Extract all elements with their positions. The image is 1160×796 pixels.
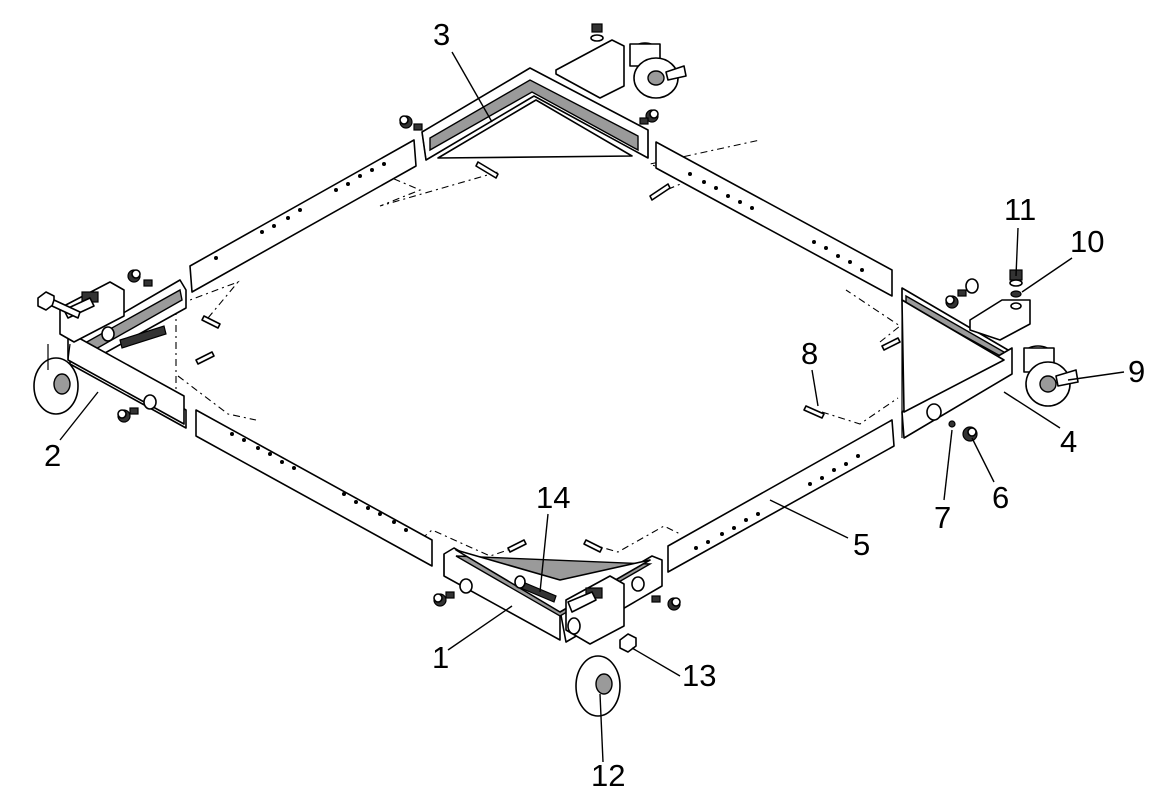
rail-lower-left <box>195 409 433 567</box>
callout-label-1: 1 <box>432 640 449 675</box>
right-fasteners <box>803 278 979 442</box>
callout-label-14: 14 <box>536 480 570 515</box>
callout-label-5: 5 <box>853 527 870 562</box>
leader-line-5 <box>769 499 849 539</box>
leader-line-10 <box>1021 257 1073 293</box>
part-5-rail-lower-right <box>667 419 895 573</box>
callout-label-3: 3 <box>433 17 450 52</box>
leader-line-12 <box>599 693 604 763</box>
rail-upper-right <box>655 141 893 297</box>
callout-label-12: 12 <box>591 758 625 793</box>
part-2-left-corner-bracket <box>33 269 187 429</box>
leader-line-6 <box>971 437 995 483</box>
assembly-path-lines <box>175 139 909 557</box>
leader-line-9 <box>1067 371 1125 381</box>
callout-label-4: 4 <box>1060 424 1077 459</box>
callout-label-11: 11 <box>1004 192 1036 227</box>
rear-caster-assembly <box>555 23 687 99</box>
left-shoulder-bolts <box>195 315 221 365</box>
rear-fasteners <box>399 109 671 201</box>
leader-line-1 <box>447 605 513 651</box>
callout-label-8: 8 <box>801 336 818 371</box>
callout-label-9: 9 <box>1128 354 1145 389</box>
leader-line-11 <box>1015 227 1019 277</box>
leader-line-2 <box>59 391 99 441</box>
part-1-front-corner-bracket <box>433 539 681 717</box>
callout-label-10: 10 <box>1070 224 1104 259</box>
callout-label-2: 2 <box>44 438 61 473</box>
callout-label-7: 7 <box>934 500 951 535</box>
leader-line-14 <box>539 513 549 593</box>
leader-line-3 <box>451 51 493 123</box>
leader-line-4 <box>1003 391 1061 429</box>
rail-upper-left <box>189 139 417 293</box>
part-9-swivel-caster <box>1023 345 1079 407</box>
leader-line-8 <box>811 369 819 407</box>
leader-line-13 <box>631 647 681 677</box>
part-3-rear-corner-bracket <box>421 67 649 161</box>
callout-label-6: 6 <box>992 480 1009 515</box>
callout-label-13: 13 <box>682 658 716 693</box>
leader-line-7 <box>943 429 953 501</box>
